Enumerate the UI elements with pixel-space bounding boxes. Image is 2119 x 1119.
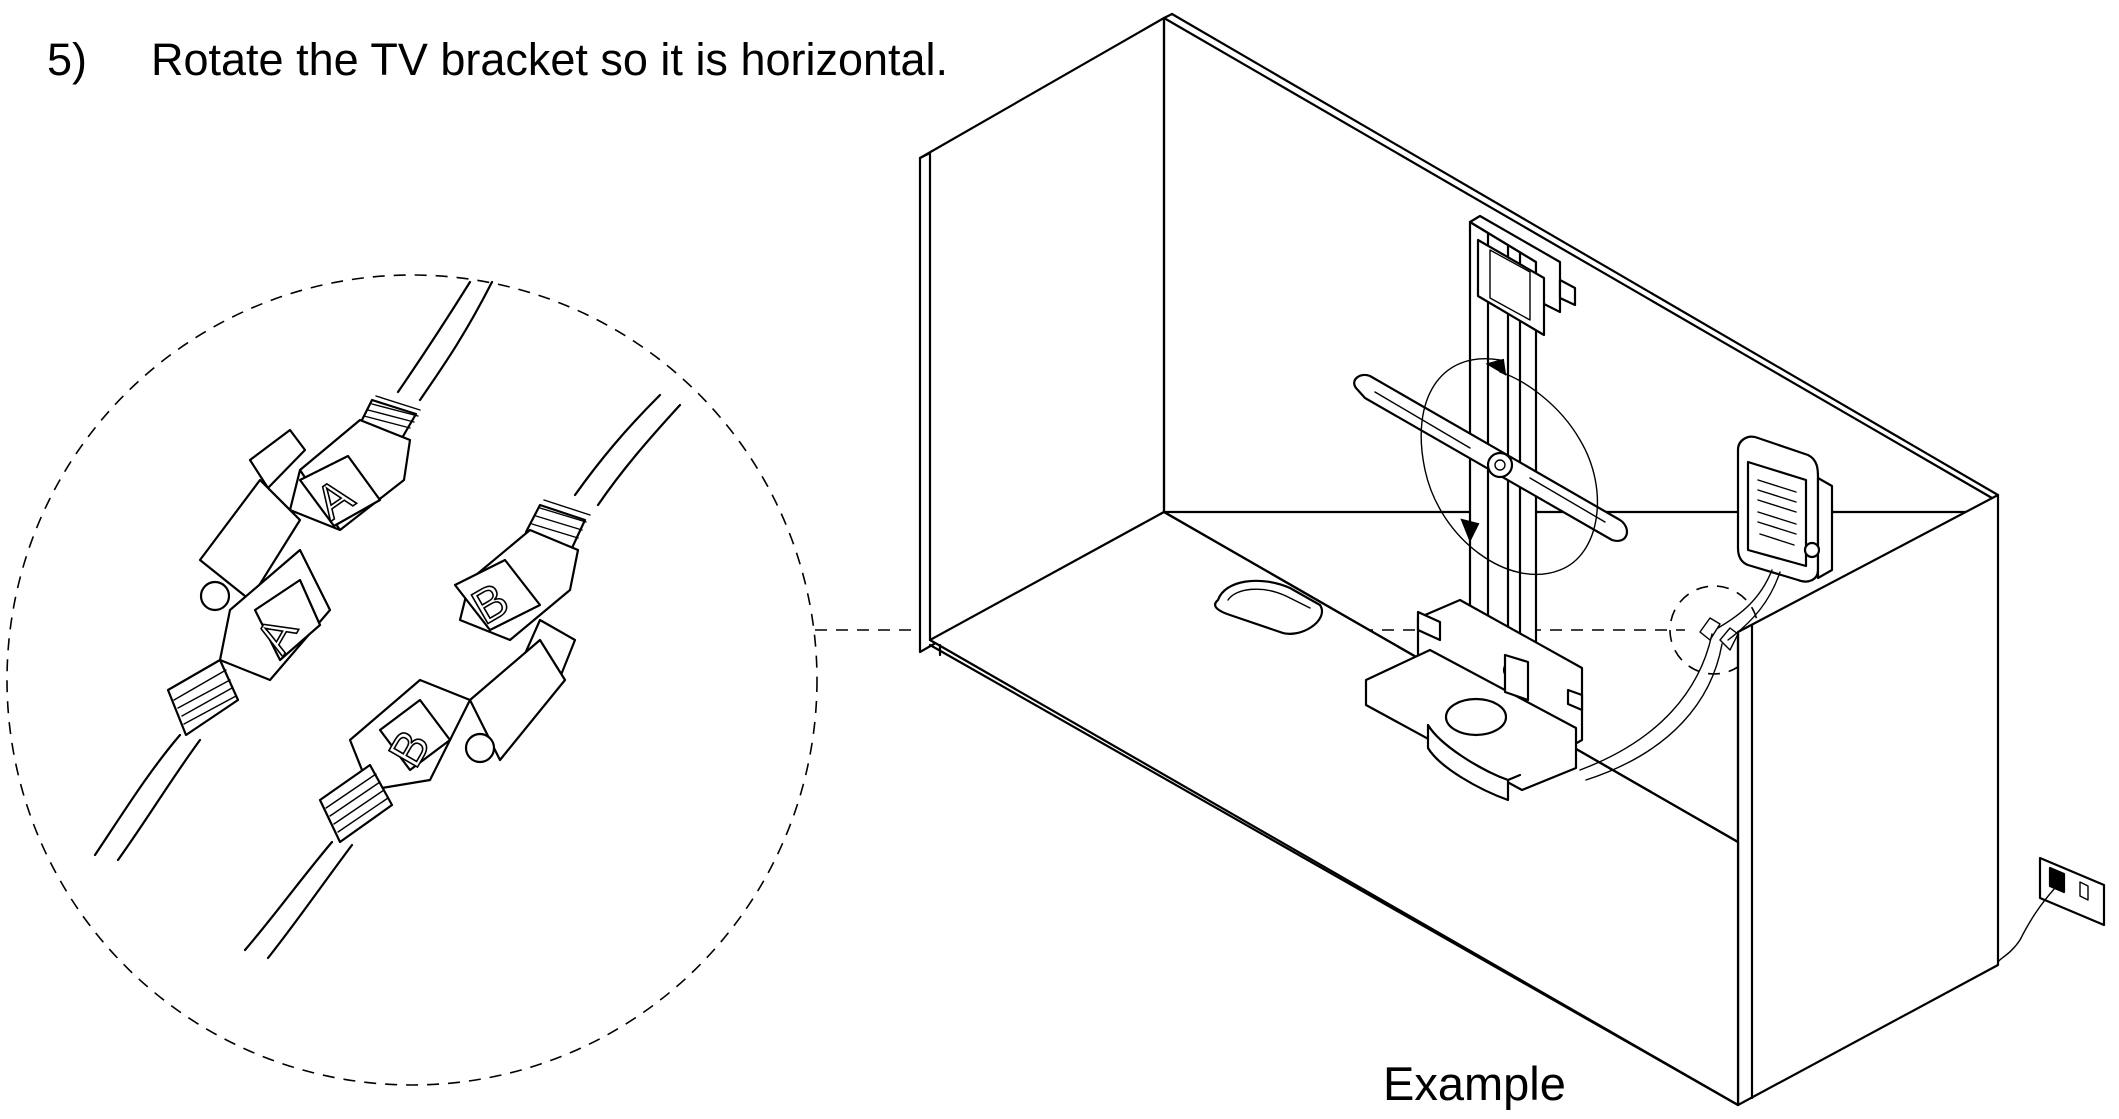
cabinet-right-panel [1736,493,2000,1107]
detail-circle [6,274,818,1086]
connector-a: A A [93,280,494,862]
floor-cutout [1214,579,1324,635]
cabinet [918,12,2000,1107]
example-caption: Example [1383,1057,1566,1110]
rotation-arrow-icon [1420,358,1599,576]
connector-detail-view: A A [6,274,818,1086]
connector-b: B B [243,393,682,960]
tv-lift-column [1364,214,1584,802]
wall-outlet-icon [1997,856,2106,963]
step-instruction-text: Rotate the TV bracket so it is horizonta… [151,34,949,85]
control-cables [1579,569,1781,781]
step-number: 5) [47,34,88,85]
control-box-icon [1736,435,1834,583]
